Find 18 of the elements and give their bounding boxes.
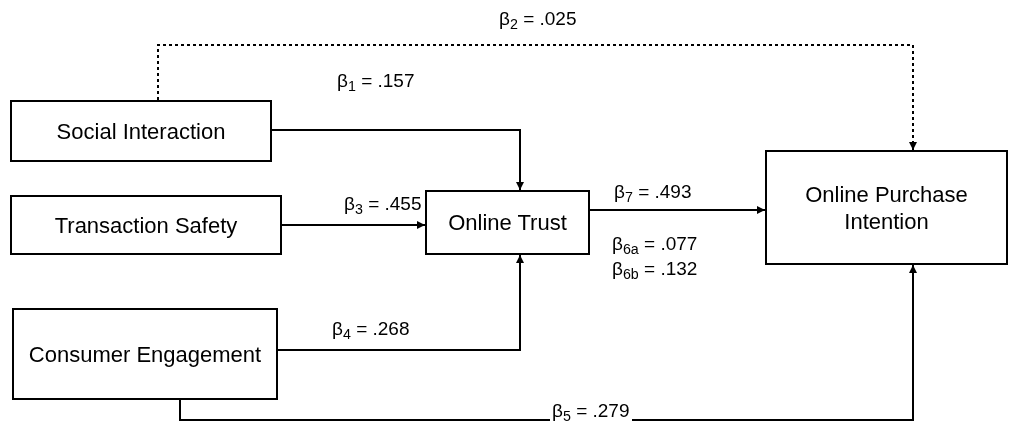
dotted-arrow — [157, 44, 917, 151]
construct-box — [10, 100, 272, 162]
coefficient-label: β$_{6b}$ = .132 — [612, 258, 698, 280]
construct-box — [765, 150, 1008, 265]
arrow — [281, 221, 426, 229]
arrow — [179, 264, 917, 421]
construct-box — [425, 190, 590, 255]
construct-name: Transaction Safety — [54, 211, 238, 239]
construct-name: Online Purchase Intention — [804, 180, 969, 235]
coefficient-label: β$_{6a}$ = .077 — [612, 233, 698, 255]
arrow — [277, 254, 524, 351]
construct-name: Online Trust — [448, 209, 567, 236]
construct-box — [12, 308, 278, 400]
construct-box — [10, 195, 282, 255]
construct-name: Consumer Engagement — [28, 340, 262, 368]
arrow — [271, 129, 524, 191]
construct-name: Social Interaction — [56, 117, 226, 145]
arrow — [589, 206, 766, 214]
